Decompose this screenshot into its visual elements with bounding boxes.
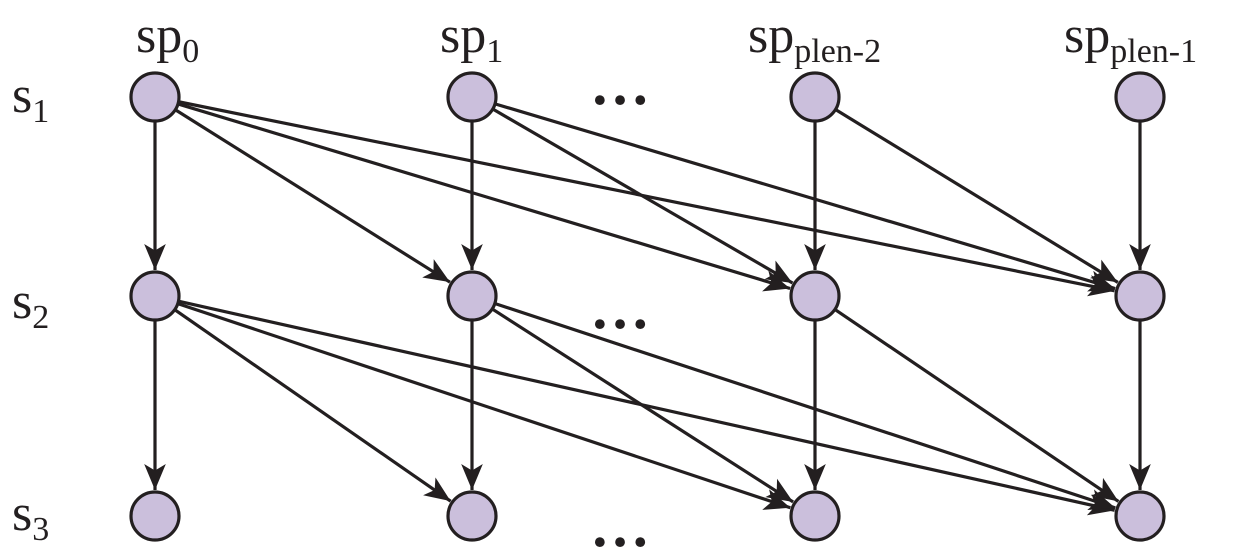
row-label-sub: 2 xyxy=(32,299,49,336)
state-node-s1-sp0 xyxy=(129,71,181,123)
row-label-s2: s2 xyxy=(12,273,49,336)
column-header-sp-plen-2: spplen-2 xyxy=(748,7,881,70)
row-label-sub: 3 xyxy=(32,511,49,548)
transition-arrow xyxy=(173,308,452,503)
ellipsis-row-1: … xyxy=(590,51,652,117)
ellipsis-row-3: … xyxy=(590,493,652,558)
row-label-s1: s1 xyxy=(12,67,49,130)
state-node-s3-sp3 xyxy=(1114,490,1166,542)
column-header-sp0: sp0 xyxy=(136,7,199,70)
transition-arrow xyxy=(494,301,1116,511)
transition-arrow xyxy=(174,108,451,284)
row-label-sub: 1 xyxy=(32,93,49,130)
transition-arrow xyxy=(491,107,794,285)
transition-arrow xyxy=(178,299,1115,516)
column-header-sub: 1 xyxy=(486,33,503,70)
row-label-main: s xyxy=(12,485,32,542)
transition-arrow xyxy=(494,102,1116,292)
column-header-sub: plen-1 xyxy=(1110,33,1197,70)
nodes-layer xyxy=(129,71,1166,542)
transition-arrow xyxy=(178,100,1115,297)
transition-arrow xyxy=(834,108,1119,284)
column-header-main: sp xyxy=(1064,7,1110,64)
state-node-s3-sp0 xyxy=(129,490,181,542)
state-node-s3-sp1 xyxy=(446,490,498,542)
state-node-s1-sp3 xyxy=(1114,71,1166,123)
row-label-main: s xyxy=(12,273,32,330)
row-label-main: s xyxy=(12,67,32,124)
column-header-main: sp xyxy=(748,7,794,64)
state-node-s2-sp2 xyxy=(789,270,841,322)
edges-layer xyxy=(144,100,1151,516)
state-node-s2-sp0 xyxy=(129,270,181,322)
transition-arrow xyxy=(177,302,791,510)
column-header-sp1: sp1 xyxy=(440,7,503,70)
state-node-s1-sp1 xyxy=(446,71,498,123)
state-node-s2-sp1 xyxy=(446,270,498,322)
state-node-s1-sp2 xyxy=(789,71,841,123)
column-header-sub: plen-2 xyxy=(794,33,881,70)
column-header-main: sp xyxy=(440,7,486,64)
row-label-s3: s3 xyxy=(12,485,49,548)
column-header-sp-plen-1: spplen-1 xyxy=(1064,7,1197,70)
transition-arrow xyxy=(491,307,794,504)
state-node-s3-sp2 xyxy=(789,490,841,542)
ellipsis-row-2: … xyxy=(590,275,652,341)
transition-arrow xyxy=(177,102,791,292)
column-header-main: sp xyxy=(136,7,182,64)
transition-arrow xyxy=(833,308,1120,503)
state-node-s2-sp3 xyxy=(1114,270,1166,322)
column-header-sub: 0 xyxy=(182,33,199,70)
